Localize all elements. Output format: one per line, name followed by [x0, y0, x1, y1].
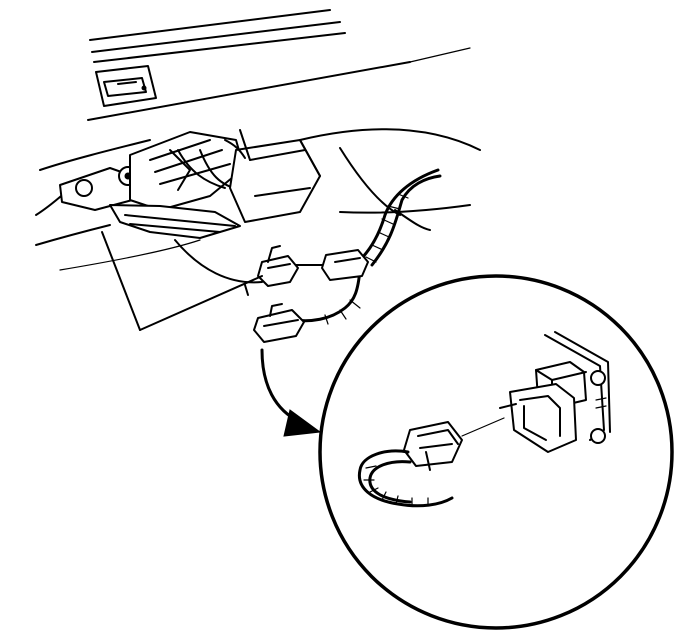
callout-arrow	[260, 348, 322, 437]
detail-receptacle	[499, 331, 611, 453]
wiring-harness	[174, 168, 442, 325]
electrical-connector	[244, 245, 369, 343]
trunk-lid-panel	[35, 9, 481, 271]
trunk-latch-assembly	[59, 129, 321, 239]
detail-magnifier-circle	[318, 274, 674, 630]
detail-wiring	[357, 449, 454, 508]
leader-lines	[101, 231, 263, 331]
detail-connector-plug	[403, 417, 505, 471]
lock-cylinder-housing	[95, 65, 157, 107]
